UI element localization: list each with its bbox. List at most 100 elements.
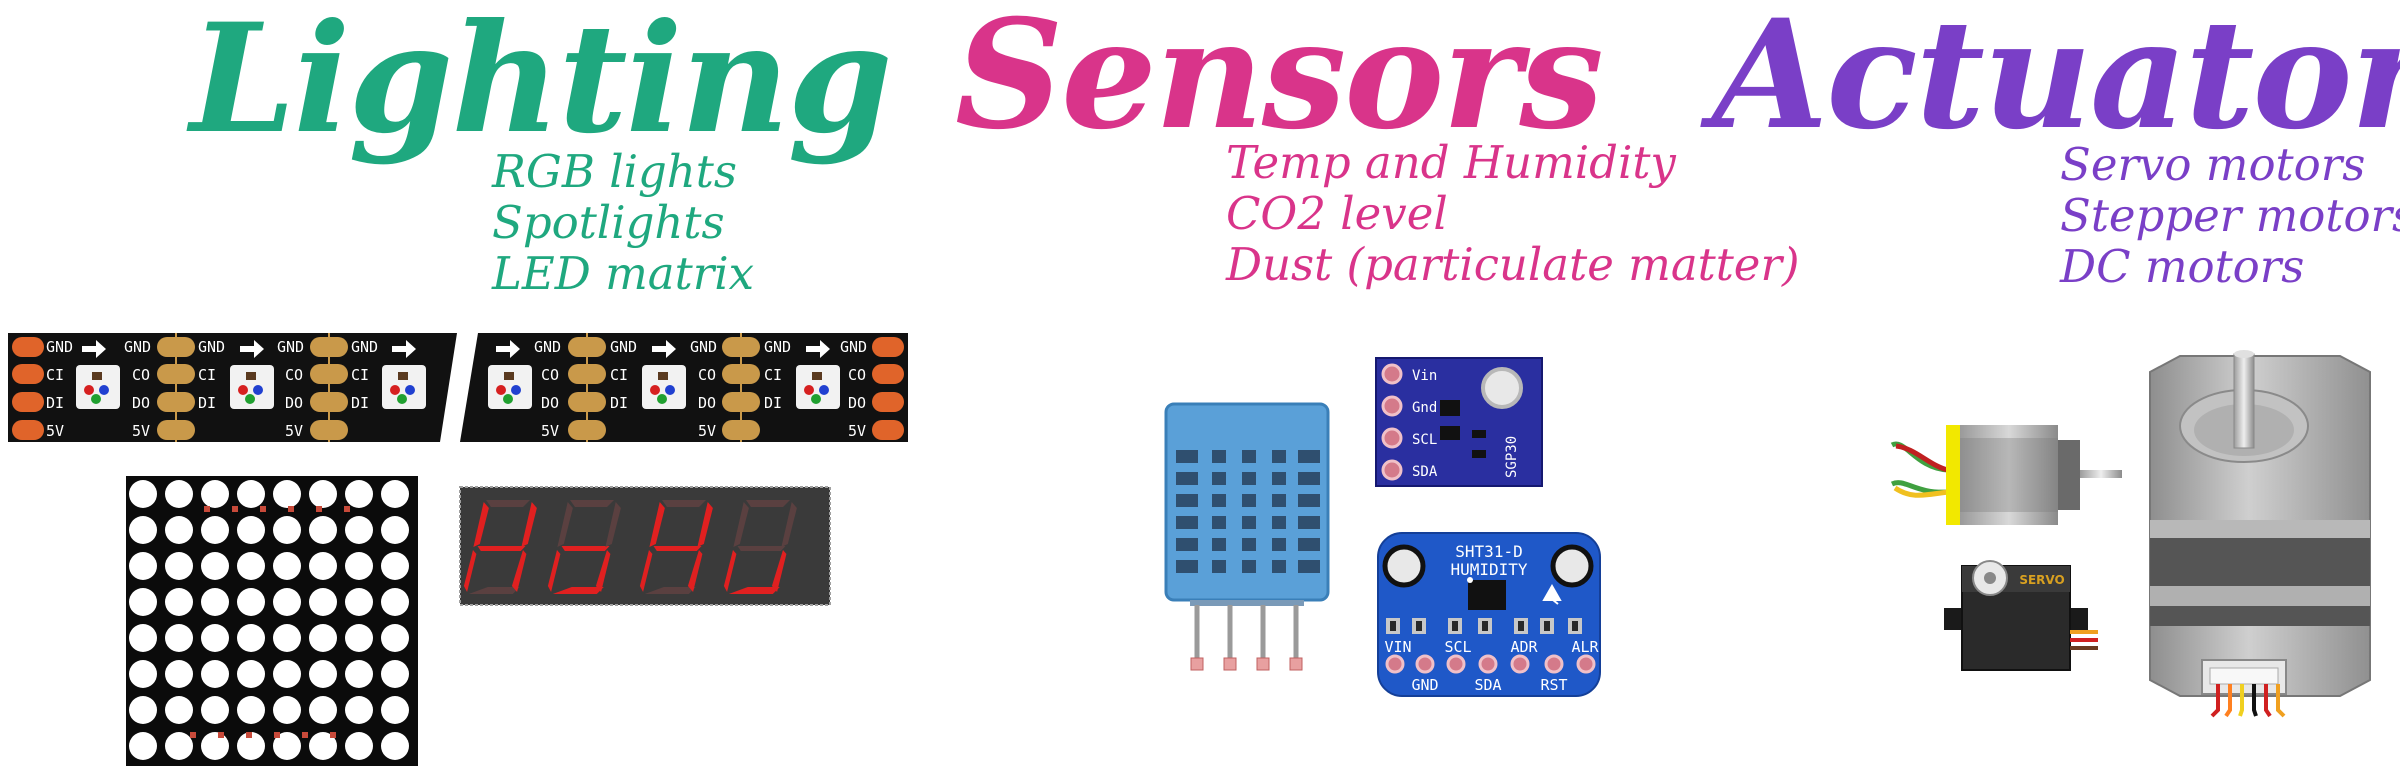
segment: [473, 502, 489, 547]
matrix-led: [381, 588, 409, 616]
vent-slot: [1298, 450, 1320, 463]
matrix-led: [309, 588, 337, 616]
matrix-led: [309, 552, 337, 580]
matrix-led: [165, 732, 193, 760]
pin-label: DO: [698, 394, 716, 412]
actuators-list: Servo motors Stepper motors DC motors: [2060, 139, 2400, 292]
pin-label: SDA: [1474, 676, 1501, 694]
lighting-item: RGB lights: [492, 145, 737, 198]
segment: [723, 550, 737, 592]
pin-label: ALR: [1571, 638, 1599, 656]
matrix-led: [129, 552, 157, 580]
vent-slot: [1176, 450, 1198, 463]
matrix-led: [309, 480, 337, 508]
pin-label: GND: [840, 338, 867, 356]
pin-label: SCL: [1412, 432, 1437, 448]
matrix-led: [381, 516, 409, 544]
vent-slot: [1212, 538, 1226, 551]
matrix-led: [309, 624, 337, 652]
seven-segment-display: [459, 486, 831, 606]
matrix-led: [237, 660, 265, 688]
pin-label: CI: [198, 366, 216, 384]
pin-label: GND: [534, 338, 561, 356]
actuators-item: DC motors: [2060, 240, 2305, 293]
matrix-led: [309, 660, 337, 688]
matrix-led: [165, 696, 193, 724]
vent-slot: [1242, 516, 1256, 529]
matrix-led: [201, 660, 229, 688]
segment: [552, 587, 604, 594]
pin-label: CI: [764, 366, 782, 384]
actuators-item: Servo motors: [2060, 138, 2366, 191]
pin-label: CO: [285, 366, 303, 384]
pin-label: CO: [541, 366, 559, 384]
vent-slot: [1176, 538, 1198, 551]
matrix-led: [345, 588, 373, 616]
vent-slot: [1272, 494, 1286, 507]
matrix-led: [273, 552, 301, 580]
pin-label: GND: [277, 338, 304, 356]
vent-slot: [1176, 472, 1198, 485]
matrix-led: [129, 480, 157, 508]
pin-label: GND: [198, 338, 225, 356]
matrix-led: [237, 516, 265, 544]
lighting-title: Lighting: [190, 0, 893, 167]
pin-label: RST: [1540, 676, 1567, 694]
pin-label: GND: [690, 338, 717, 356]
matrix-led: [129, 588, 157, 616]
vent-slot: [1242, 560, 1256, 573]
matrix-led: [381, 732, 409, 760]
vent-slot: [1212, 450, 1226, 463]
matrix-led: [309, 732, 337, 760]
servo-motor: SERVO: [1944, 560, 2098, 671]
servo-label: SERVO: [2019, 573, 2064, 587]
pin-label: Gnd: [1412, 400, 1437, 416]
pin-label: DI: [610, 394, 628, 412]
matrix-led: [381, 660, 409, 688]
vent-slot: [1242, 494, 1256, 507]
segment: [737, 546, 786, 551]
pin-label: CO: [848, 366, 866, 384]
segment: [468, 587, 520, 594]
segment: [557, 502, 573, 547]
segment: [463, 550, 477, 592]
segment: [547, 550, 561, 592]
vent-slot: [1212, 560, 1226, 573]
matrix-led: [237, 696, 265, 724]
matrix-led: [237, 480, 265, 508]
led-matrix: [126, 476, 418, 766]
actuators-item: Stepper motors: [2060, 189, 2400, 242]
matrix-led: [345, 732, 373, 760]
segment: [561, 546, 610, 551]
vent-slot: [1272, 450, 1286, 463]
matrix-led: [345, 660, 373, 688]
matrix-led: [165, 660, 193, 688]
lighting-item: LED matrix: [492, 247, 754, 300]
pin-label: GND: [610, 338, 637, 356]
pin-label: VIN: [1384, 638, 1411, 656]
dc-motor: [1890, 425, 2122, 525]
board-title: SHT31-D: [1455, 542, 1522, 561]
segment: [570, 500, 614, 507]
lighting-item: Spotlights: [492, 196, 725, 249]
matrix-led: [273, 480, 301, 508]
vent-slot: [1242, 538, 1256, 551]
matrix-led: [273, 588, 301, 616]
matrix-led: [237, 732, 265, 760]
matrix-led: [345, 516, 373, 544]
sensors-title: Sensors: [955, 0, 1604, 163]
matrix-led: [237, 552, 265, 580]
segment: [644, 587, 696, 594]
matrix-led: [345, 624, 373, 652]
matrix-led: [309, 516, 337, 544]
adafruit-logo-icon: [1542, 583, 1562, 605]
vent-slot: [1272, 472, 1286, 485]
matrix-led: [381, 480, 409, 508]
segment: [605, 502, 621, 547]
chip-label: SGP30: [1504, 436, 1520, 478]
matrix-led: [273, 660, 301, 688]
matrix-led: [273, 624, 301, 652]
actuators-title: Actuators: [1712, 0, 2400, 163]
matrix-led: [309, 696, 337, 724]
